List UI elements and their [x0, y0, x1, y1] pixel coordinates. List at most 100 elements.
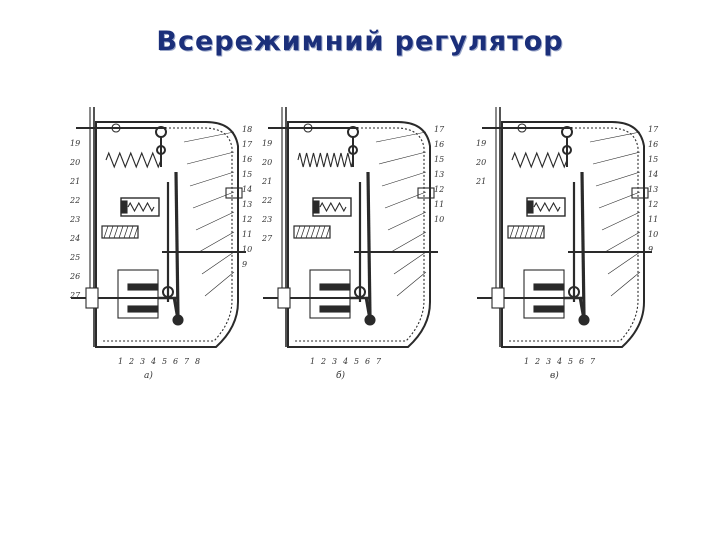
bottom-label: 1 — [524, 357, 529, 366]
bottom-label: 4 — [556, 357, 562, 366]
rod-stop — [631, 187, 649, 199]
corrector-spring — [319, 201, 347, 213]
shaft-coupling — [277, 287, 291, 309]
bottom-label: 7 — [184, 357, 190, 366]
left-label: 21 — [261, 177, 272, 186]
right-label: 12 — [648, 200, 658, 209]
plate-hatch — [519, 225, 525, 239]
corrector-cap — [526, 200, 534, 214]
right-label: 16 — [648, 140, 658, 149]
stop-plate — [101, 225, 139, 239]
left-label: 23 — [261, 215, 272, 224]
lever-pivot — [156, 145, 166, 155]
leader-line — [204, 271, 235, 297]
housing-outline — [501, 121, 645, 348]
right-label: 18 — [242, 125, 252, 134]
bottom-label: 5 — [568, 357, 573, 366]
weight-bottom — [127, 305, 159, 313]
right-label: 11 — [648, 215, 658, 224]
left-label: 22 — [69, 196, 80, 205]
housing-inner-line — [101, 127, 233, 342]
left-label: 21 — [69, 177, 80, 186]
left-label: 25 — [69, 253, 80, 262]
right-label: 13 — [242, 200, 252, 209]
left-label: 27 — [69, 291, 81, 300]
left-label: 19 — [70, 139, 80, 148]
plate-hatch — [534, 225, 540, 239]
plate-hatch — [133, 225, 139, 239]
leader-line — [610, 271, 641, 297]
leader-line — [195, 211, 235, 231]
shaft-coupling — [491, 287, 505, 309]
right-label: 10 — [242, 245, 252, 254]
bottom-label: 6 — [579, 357, 584, 366]
weight-bottom — [533, 305, 565, 313]
bottom-pivot — [578, 314, 590, 326]
right-label: 15 — [648, 155, 658, 164]
rod-stop — [417, 187, 435, 199]
bottom-label: 6 — [173, 357, 178, 366]
housing-inner-line — [293, 127, 425, 342]
bottom-label: 1 — [118, 357, 123, 366]
bottom-label: 5 — [162, 357, 167, 366]
stop-plate — [507, 225, 545, 239]
leader-line — [192, 191, 235, 209]
plate-hatch — [539, 225, 545, 239]
plate-hatch — [524, 225, 530, 239]
plate-hatch — [320, 225, 326, 239]
right-label: 12 — [242, 215, 252, 224]
left-label: 19 — [476, 139, 486, 148]
slide-title: Всережимний регулятор — [156, 26, 564, 57]
plate-hatch — [128, 225, 134, 239]
right-label: 17 — [648, 125, 659, 134]
right-label: 14 — [648, 170, 658, 179]
left-label: 20 — [69, 158, 80, 167]
bottom-label: 6 — [365, 357, 370, 366]
plate-hatch — [305, 225, 311, 239]
leader-line — [387, 211, 427, 231]
left-label: 23 — [69, 215, 80, 224]
leader-line — [381, 171, 427, 187]
leader-line — [390, 231, 427, 253]
leader-line — [595, 171, 641, 187]
bottom-label: 1 — [310, 357, 315, 366]
main-lever — [366, 171, 372, 318]
weight-bottom — [319, 305, 351, 313]
weight-top — [127, 283, 159, 291]
leader-line — [396, 271, 427, 297]
plate-hatch — [103, 225, 109, 239]
right-label: 13 — [648, 185, 658, 194]
top-pivot — [303, 123, 313, 133]
bottom-pivot — [172, 314, 184, 326]
leader-line — [186, 151, 235, 165]
right-label: 11 — [242, 230, 252, 239]
bottom-pivot — [364, 314, 376, 326]
left-label: 20 — [475, 158, 486, 167]
bottom-label: 4 — [150, 357, 156, 366]
leader-line — [201, 251, 235, 275]
right-label: 17 — [434, 125, 445, 134]
leader-line — [589, 131, 641, 143]
right-label: 10 — [434, 215, 444, 224]
leader-line — [183, 131, 235, 143]
main-spring — [105, 151, 162, 169]
left-label: 20 — [261, 158, 272, 167]
main-lever — [580, 171, 586, 318]
plate-hatch — [315, 225, 321, 239]
bottom-label: 2 — [534, 357, 540, 366]
main-spring — [297, 152, 354, 168]
corrector-cap — [312, 200, 320, 214]
bottom-label: 8 — [195, 357, 200, 366]
top-pivot — [111, 123, 121, 133]
leader-line — [607, 251, 641, 275]
right-label: 9 — [242, 260, 247, 269]
shaft-coupling — [85, 287, 99, 309]
leader-line — [384, 191, 427, 209]
leader-line — [604, 231, 641, 253]
